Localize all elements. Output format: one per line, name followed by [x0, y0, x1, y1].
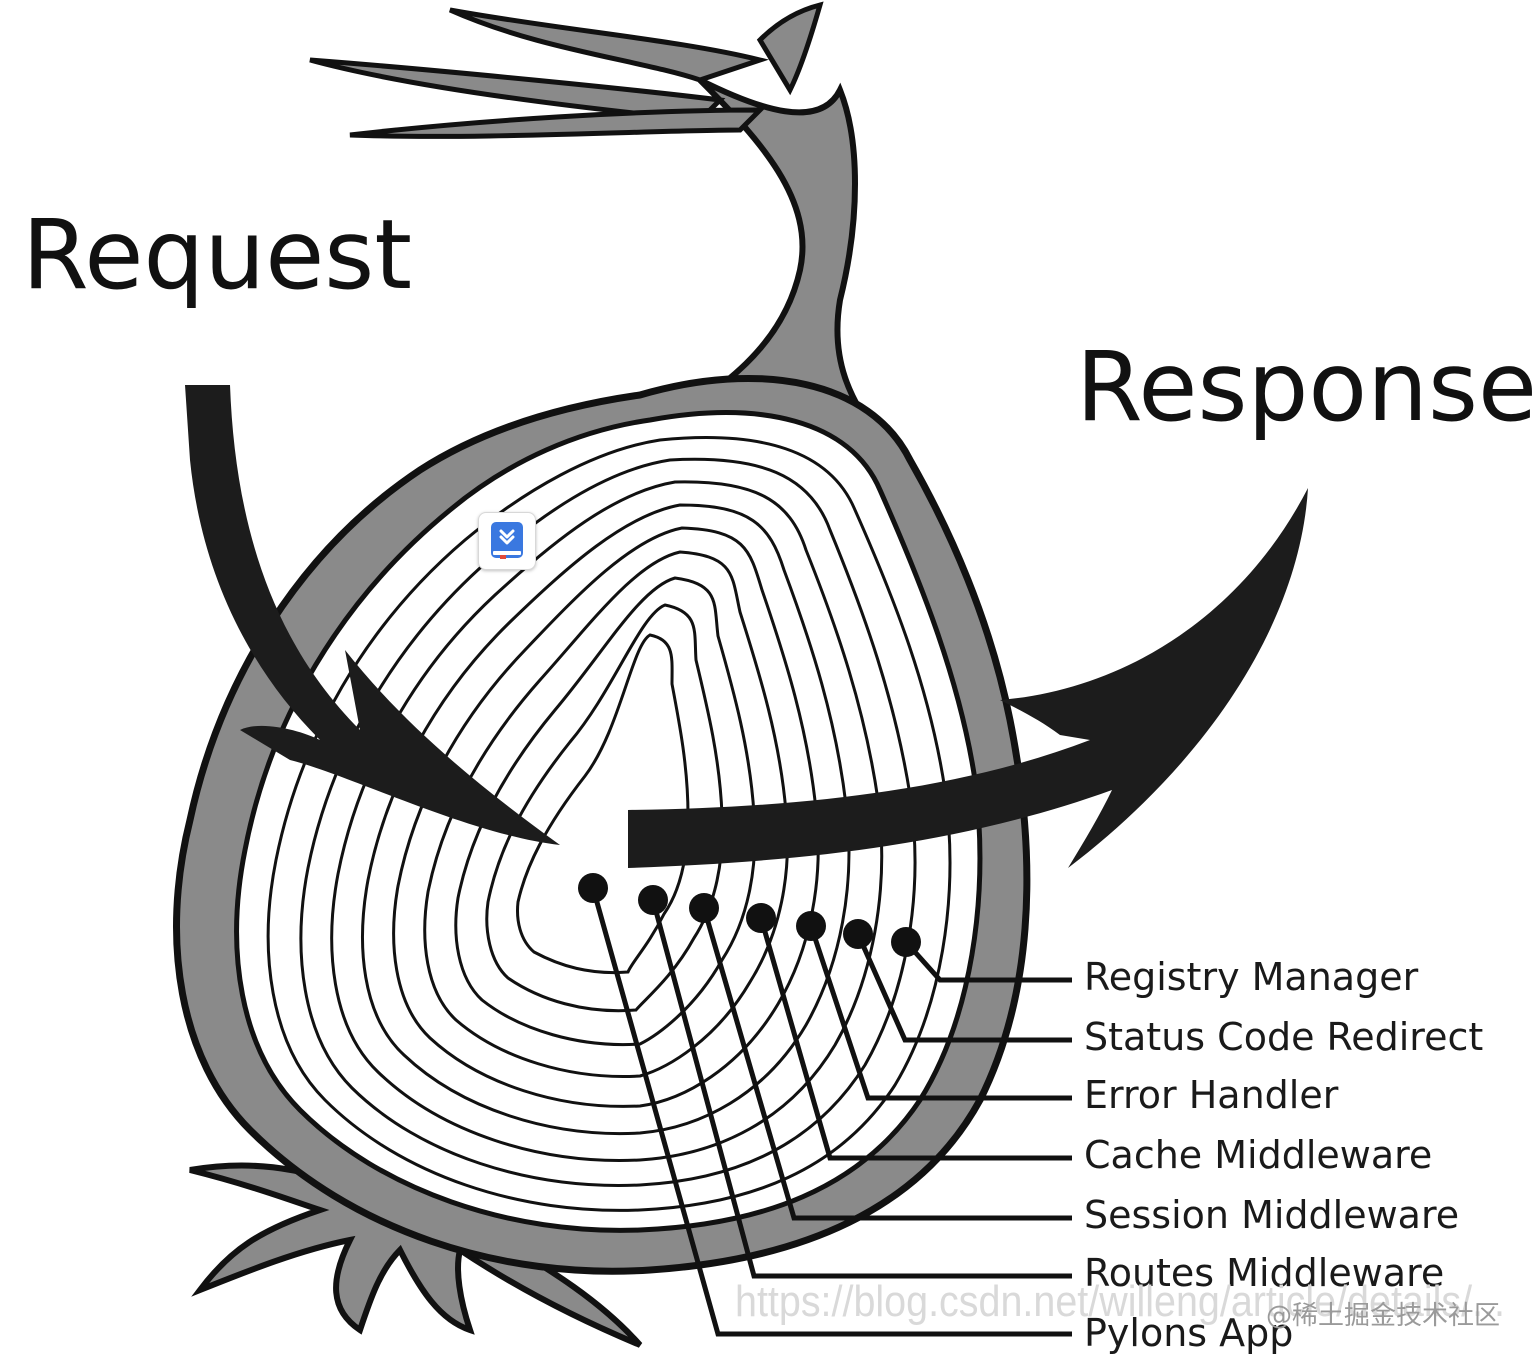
response-label: Response [1076, 331, 1537, 443]
layer-label-registry-manager: Registry Manager [1084, 955, 1419, 999]
leader-line-session-middleware [701, 907, 1072, 1221]
dot-session-middleware [689, 893, 719, 923]
leader-line-routes-middleware [650, 899, 1072, 1279]
dot-registry-manager [891, 927, 921, 957]
request-arrow [185, 385, 560, 845]
leader-line-registry-manager [904, 940, 1072, 983]
watermark-url: https://blog.csdn.net/willeng/article/de… [735, 1277, 1505, 1326]
leader-line-cache-middleware [758, 917, 1072, 1161]
onion-stem [309, 1, 886, 443]
leader-lines [590, 887, 1072, 1337]
response-arrow [628, 488, 1308, 868]
dot-cache-middleware [746, 903, 776, 933]
layer-dots [578, 873, 921, 957]
download-book-icon-graphic [491, 522, 523, 559]
layer-label-cache-middleware: Cache Middleware [1084, 1133, 1432, 1177]
leader-line-error-handler [808, 925, 1072, 1101]
onion-roots [189, 1162, 643, 1348]
request-label: Request [22, 199, 412, 311]
layer-label-pylons-app: Pylons App [1084, 1311, 1293, 1355]
download-book-icon[interactable] [478, 512, 536, 570]
dot-pylons-app [578, 873, 608, 903]
layer-label-session-middleware: Session Middleware [1084, 1193, 1459, 1237]
layer-label-status-code-redirect: Status Code Redirect [1084, 1015, 1483, 1059]
dot-error-handler [796, 911, 826, 941]
layer-label-error-handler: Error Handler [1084, 1073, 1339, 1117]
dot-routes-middleware [638, 885, 668, 915]
layer-label-routes-middleware: Routes Middleware [1084, 1251, 1444, 1295]
leader-line-pylons-app [590, 887, 1072, 1337]
dot-status-code-redirect [843, 919, 873, 949]
watermark-site: @稀土掘金技术社区 [1266, 1301, 1500, 1331]
onion-rings [266, 436, 952, 1212]
leader-line-status-code-redirect [855, 932, 1072, 1043]
